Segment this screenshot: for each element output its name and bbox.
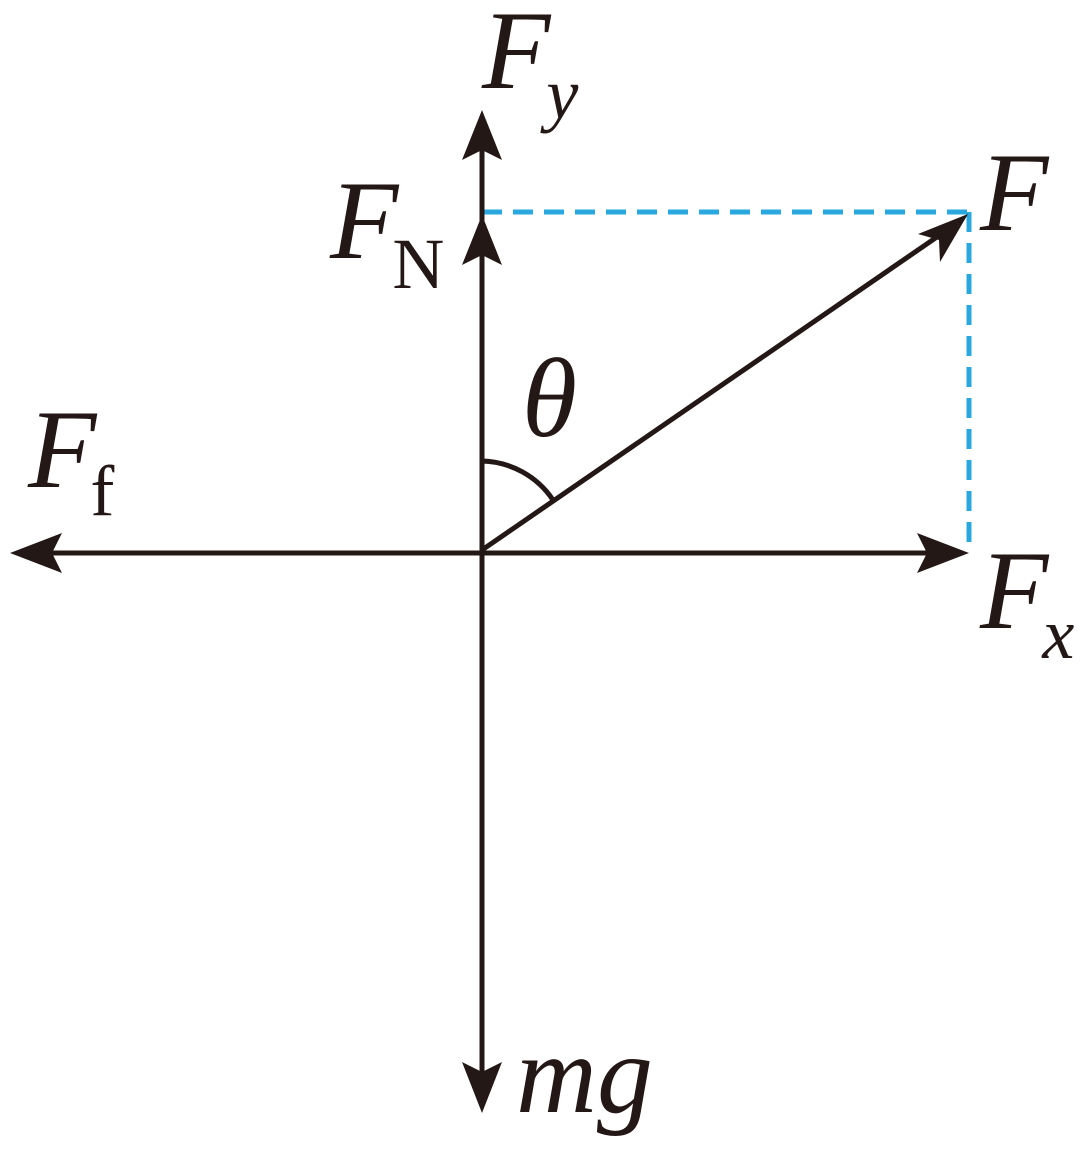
theta-label: θ xyxy=(522,337,577,461)
theta-angle-arc xyxy=(481,458,556,502)
fx-arrowhead xyxy=(917,533,969,573)
f-arrowhead xyxy=(918,214,968,262)
fy-label: Fy xyxy=(481,0,578,134)
fy-arrowhead xyxy=(462,110,502,160)
fn-label: FN xyxy=(329,159,444,304)
f-arrow-shaft xyxy=(480,225,952,553)
fn-label-sub: N xyxy=(392,224,444,304)
mg-label: mg xyxy=(516,1013,653,1137)
ff-arrowhead xyxy=(10,533,62,573)
fx-label: Fx xyxy=(979,529,1074,674)
fn-arrowhead xyxy=(462,215,502,265)
mg-arrowhead xyxy=(462,1062,502,1113)
ff-label: Ff xyxy=(27,388,114,531)
ff-label-sub: f xyxy=(90,451,114,531)
fx-label-main: F xyxy=(979,529,1050,653)
f-label: F xyxy=(979,131,1050,255)
fx-label-sub: x xyxy=(1041,594,1074,674)
fy-label-main: F xyxy=(481,0,552,113)
fn-label-main: F xyxy=(329,159,400,283)
ff-label-main: F xyxy=(27,388,98,512)
fy-label-sub: y xyxy=(539,54,578,134)
